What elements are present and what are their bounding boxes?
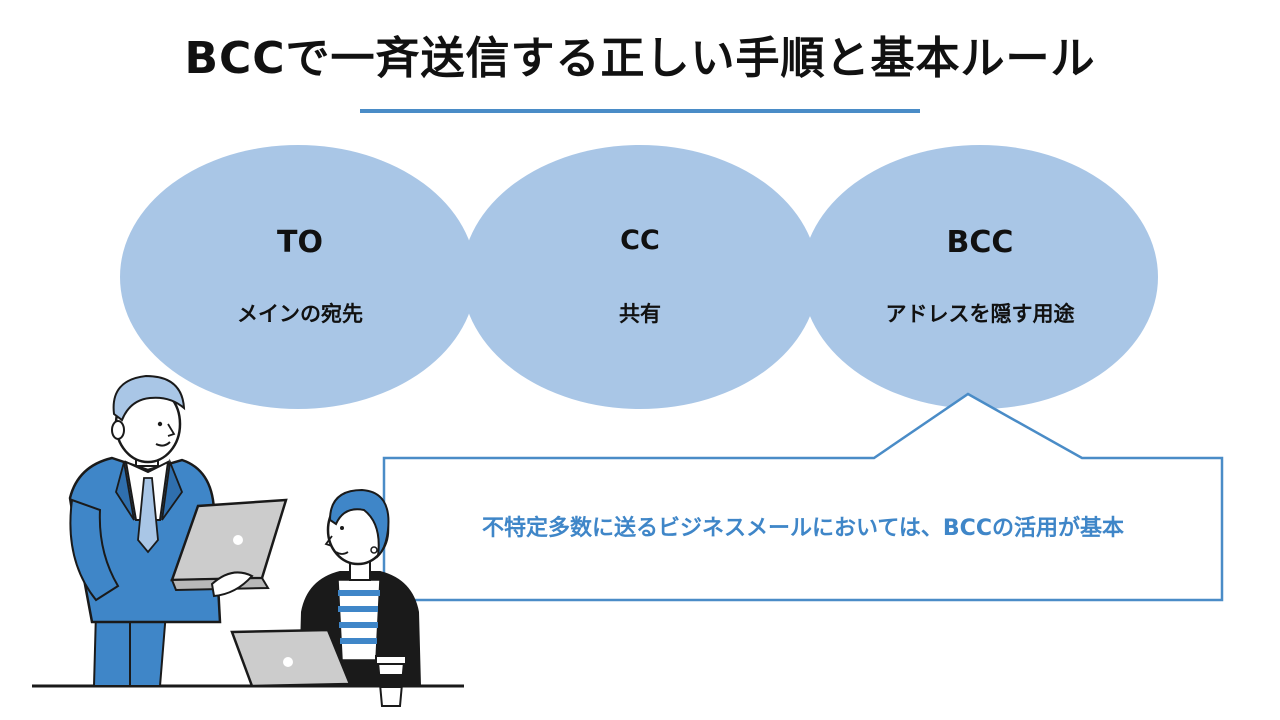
callout-text: 不特定多数に送るビジネスメールにおいては、BCCの活用が基本 xyxy=(482,516,1124,541)
bcc-description: アドレスを隠す用途 xyxy=(885,302,1075,326)
ellipse-bcc xyxy=(802,145,1158,409)
ellipse-to xyxy=(120,145,476,409)
to-description: メインの宛先 xyxy=(237,302,363,326)
cc-heading: CC xyxy=(620,225,660,256)
bcc-heading: BCC xyxy=(946,225,1014,260)
ellipse-cc xyxy=(462,145,818,409)
cc-description: 共有 xyxy=(619,302,661,326)
title-underline xyxy=(360,109,920,113)
page-title: BCCで一斉送信する正しい手順と基本ルール xyxy=(184,33,1096,84)
to-heading: TO xyxy=(277,225,323,260)
